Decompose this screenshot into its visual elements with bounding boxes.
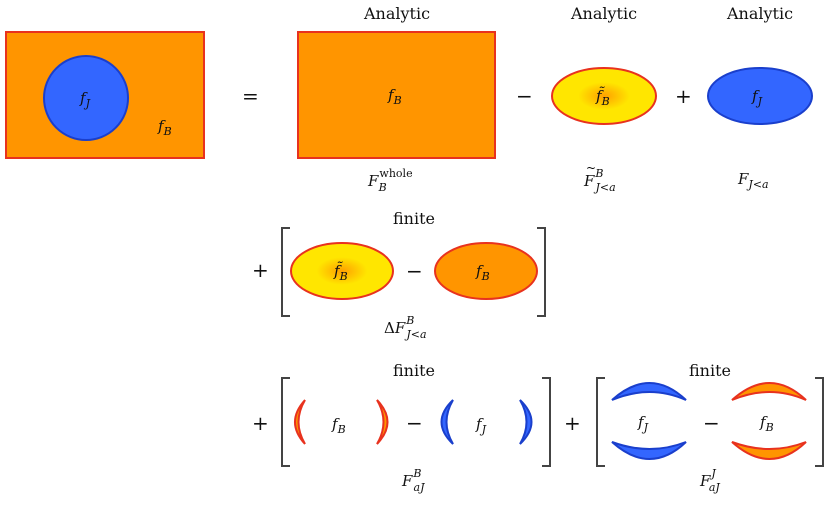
whole-box: fB: [297, 31, 496, 159]
analytic-header-2: Analytic: [570, 4, 637, 23]
left-bracket-row3b: [596, 377, 605, 467]
minus-operator-2: −: [406, 259, 423, 283]
tilde-fB-label-2: f̃B: [333, 262, 348, 283]
F-J-less-a-label: FJ<a: [737, 170, 769, 191]
blue-ellipse: [707, 67, 813, 125]
blue-crescent-right: [519, 399, 533, 445]
yellow-ellipse-1: [551, 67, 657, 125]
orange-fB-label: fB: [475, 262, 490, 283]
plus-operator-1: +: [675, 84, 692, 108]
left-fJ-label: fJ: [79, 89, 91, 110]
blue-cap-top: [611, 382, 687, 401]
cap-fB-label: fB: [759, 413, 774, 434]
whole-fB-label: fB: [387, 86, 402, 107]
blue-fJ-ellipse: fJ: [707, 67, 813, 125]
minus-operator-1: −: [516, 84, 533, 108]
plus-operator-2: +: [252, 258, 269, 282]
tilde-fB-ellipse: f̃B: [551, 67, 657, 125]
crescent-fJ-label: fJ: [475, 415, 487, 436]
minus-operator-4: −: [703, 411, 720, 435]
equals-operator: =: [242, 84, 259, 108]
left-blue-circle: [43, 55, 129, 141]
cap-fJ-label: fJ: [637, 413, 649, 434]
finite-header-2: finite: [393, 361, 435, 380]
orange-crescent-left: [294, 399, 306, 445]
orange-fB-ellipse: fB: [434, 242, 538, 300]
finite-header-1: finite: [393, 209, 435, 228]
orange-cap-top: [731, 382, 807, 401]
blue-crescent-left: [440, 399, 454, 445]
right-bracket-row3a: [542, 377, 551, 467]
analytic-header-1: Analytic: [363, 4, 430, 23]
right-bracket-row3b: [815, 377, 824, 467]
minus-operator-3: −: [406, 411, 423, 435]
F-tilde-mark: ~: [586, 161, 596, 175]
orange-ellipse: [434, 242, 538, 300]
whole-orange-rect: [297, 31, 496, 159]
crescent-fB-label: fB: [331, 415, 346, 436]
finite-header-3: finite: [689, 361, 731, 380]
right-bracket-row2: [537, 227, 546, 317]
tilde-fB-label-1: f̃B: [595, 87, 610, 108]
analytic-header-3: Analytic: [726, 4, 793, 23]
blue-fJ-label: fJ: [751, 87, 763, 108]
orange-crescent-right: [376, 399, 389, 445]
left-bracket-row2: [281, 227, 290, 317]
left-composite-box: fJ fB: [5, 31, 205, 159]
left-bracket-row3a: [281, 377, 290, 467]
plus-operator-3: +: [252, 411, 269, 435]
yellow-ellipse-2: [290, 242, 394, 300]
orange-cap-bottom: [731, 441, 807, 460]
tilde-fB-ellipse-2: f̃B: [290, 242, 394, 300]
plus-operator-4: +: [564, 411, 581, 435]
left-fB-label: fB: [157, 117, 172, 138]
blue-cap-bottom: [611, 441, 687, 460]
